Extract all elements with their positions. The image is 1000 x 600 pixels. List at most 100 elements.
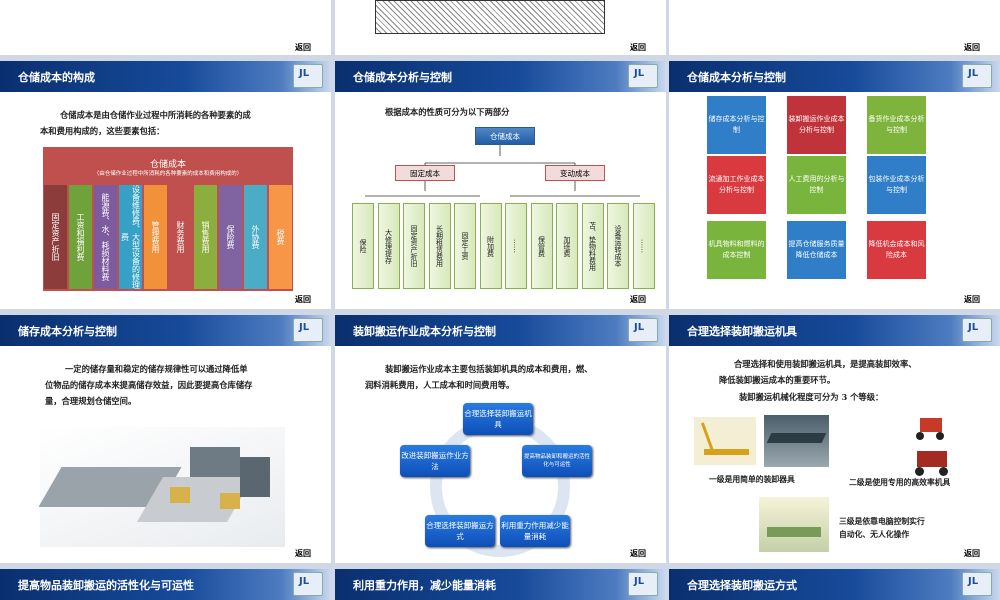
- logo-icon: JL: [628, 64, 658, 88]
- level-2-text: 二级是使用专用的高效率机具: [849, 478, 951, 487]
- cycle-node: 改进装卸搬运作业方法: [400, 445, 470, 477]
- body-text: 装卸搬运作业成本主要包括装卸机具的成本和费用，燃、: [385, 364, 593, 374]
- body-text: 量，合理规划仓储空间。: [45, 396, 137, 406]
- slide-title: 合理选择装卸搬运机具: [687, 325, 797, 338]
- back-link[interactable]: 返回: [964, 43, 980, 52]
- tree-fixed-cost: 固定成本: [395, 165, 455, 181]
- cost-item: 固定资产折旧: [44, 185, 67, 289]
- slide-header: 仓储成本分析与控制 JL: [335, 61, 666, 92]
- logo-icon: JL: [962, 64, 992, 88]
- tree-leaf: 保管费: [530, 203, 553, 289]
- slide-handling-equipment[interactable]: 合理选择装卸搬运机具 JL 合理选择和使用装卸搬运机具，是提高装卸效率、 降低装卸…: [669, 315, 1000, 563]
- level-3-text-2: 自动化、无人化操作: [839, 530, 910, 539]
- logo-icon: JL: [962, 572, 992, 596]
- body-text: 一定的储存量和稳定的储存规律性可以通过降低单: [65, 364, 248, 374]
- tree-root: 仓储成本: [475, 127, 535, 145]
- back-link[interactable]: 返回: [295, 549, 311, 558]
- slide-title: 仓储成本的构成: [18, 71, 95, 84]
- cost-item: 工资和福利费: [69, 185, 92, 289]
- back-link[interactable]: 返回: [630, 549, 646, 558]
- forklift-image: [914, 410, 952, 440]
- slide-header: 合理选择装卸搬运方式 JL: [669, 569, 1000, 600]
- logo-icon: JL: [628, 318, 658, 342]
- conveyor-image: [764, 415, 829, 467]
- tree-leaf: 附加费: [479, 203, 502, 289]
- tree-leaf: 加班费: [556, 203, 578, 289]
- slide-bottom-3[interactable]: 合理选择装卸搬运方式 JL: [669, 569, 1000, 600]
- puzzle-piece: 备货作业成本分析与控制: [867, 96, 926, 154]
- cost-item: 保险费: [219, 185, 242, 289]
- puzzle-piece: 包装作业成本分析与控制: [867, 156, 926, 214]
- slide-title: 装卸搬运作业成本分析与控制: [353, 325, 496, 338]
- logo-icon: JL: [962, 318, 992, 342]
- slide-title: 仓储成本分析与控制: [353, 71, 452, 84]
- slide-cost-analysis-tree[interactable]: 仓储成本分析与控制 JL 根据成本的性质可分为以下两部分 仓储成本 固定成本 变动…: [335, 61, 666, 309]
- cycle-node: 提高物品装卸和搬运的活性化与可运性: [522, 445, 592, 477]
- cost-item: 外协费: [244, 185, 267, 289]
- level-3-text: 三级是依靠电脑控制实行: [839, 517, 925, 526]
- slide-top-3[interactable]: 返回: [669, 0, 1000, 55]
- back-link[interactable]: 返回: [964, 549, 980, 558]
- back-link[interactable]: 返回: [295, 43, 311, 52]
- slide-header: 提高物品装卸搬运的活性化与可运性 JL: [0, 569, 331, 600]
- puzzle-piece: 装卸搬运作业成本分析与控制: [787, 96, 846, 154]
- cost-item: 税费: [269, 185, 292, 289]
- level-1-text: 一级是用简单的装卸器具: [709, 475, 795, 484]
- puzzle-piece: 流通加工作业成本分析与控制: [707, 156, 766, 214]
- warehouse-image: [38, 427, 285, 547]
- cost-item: 设备维修费、大型设备的修理费: [119, 185, 142, 289]
- logo-icon: JL: [293, 318, 323, 342]
- intro-text: 仓储成本是由仓储作业过程中所消耗的各种要素的成: [60, 110, 251, 120]
- factory-image: [759, 497, 829, 552]
- slide-bottom-2[interactable]: 利用重力作用，减少能量消耗 JL: [335, 569, 666, 600]
- slide-header: 仓储成本的构成 JL: [0, 61, 331, 92]
- cost-item: 财务费用: [169, 185, 192, 289]
- cost-box-title: 仓储成本: [149, 160, 186, 170]
- logo-icon: JL: [628, 572, 658, 596]
- back-link[interactable]: 返回: [964, 295, 980, 304]
- cost-item: 能源费、水、耗损材料费: [94, 185, 117, 289]
- back-link[interactable]: 返回: [295, 295, 311, 304]
- cycle-node: 合理选择装卸搬运机具: [463, 403, 533, 435]
- slide-header: 装卸搬运作业成本分析与控制 JL: [335, 315, 666, 346]
- slide-title: 合理选择装卸搬运方式: [687, 579, 797, 592]
- body-text: 合理选择和使用装卸搬运机具，是提高装卸效率、: [734, 359, 917, 369]
- puzzle-piece: 提高仓储服务质量降低仓储成本: [787, 221, 846, 279]
- slide-header: 利用重力作用，减少能量消耗 JL: [335, 569, 666, 600]
- slide-bottom-1[interactable]: 提高物品装卸搬运的活性化与可运性 JL: [0, 569, 331, 600]
- tree-variable-cost: 变动成本: [545, 165, 605, 181]
- intro-text-2: 本和费用构成的，这些要素包括：: [40, 126, 165, 136]
- cost-item: 管理费用: [144, 185, 167, 289]
- slide-title: 提高物品装卸搬运的活性化与可运性: [18, 579, 194, 592]
- cost-box-subtitle: （由仓储作业过程中所消耗的各种要素的成本和费用构成的）: [93, 171, 243, 177]
- back-link[interactable]: 返回: [630, 43, 646, 52]
- puzzle-piece: 人工费用的分析与控制: [787, 156, 846, 214]
- tree-leaf: 固定资产折旧: [403, 203, 425, 289]
- slide-top-2[interactable]: 返回: [335, 0, 666, 55]
- body-text: 降低装卸搬运成本的重要环节。: [719, 375, 836, 385]
- body-text: 润料消耗费用，人工成本和时间费用等。: [365, 380, 515, 390]
- slide-header: 合理选择装卸搬运机具 JL: [669, 315, 1000, 346]
- logo-icon: JL: [293, 64, 323, 88]
- body-text: 装卸搬运机械化程度可分为 3 个等级：: [739, 392, 884, 402]
- logo-icon: JL: [293, 572, 323, 596]
- back-link[interactable]: 返回: [630, 295, 646, 304]
- slide-storage-cost-composition[interactable]: 仓储成本的构成 JL 仓储成本是由仓储作业过程中所消耗的各种要素的成 本和费用构成…: [0, 61, 331, 309]
- tree-leaf: ……: [505, 203, 527, 289]
- slide-title: 利用重力作用，减少能量消耗: [353, 579, 496, 592]
- tree-leaf: 固定工资: [454, 203, 476, 289]
- slide-top-1[interactable]: 返回: [0, 0, 331, 55]
- puzzle-piece: 储存成本分析与控制: [707, 96, 766, 154]
- intro-text: 根据成本的性质可分为以下两部分: [385, 107, 510, 117]
- cycle-node: 合理选择装卸搬运方式: [425, 515, 495, 547]
- tree-leaf: 苫、垫物料费用: [581, 203, 604, 289]
- drawing-image: [375, 0, 605, 34]
- slide-handling-cost[interactable]: 装卸搬运作业成本分析与控制 JL 装卸搬运作业成本主要包括装卸机具的成本和费用，燃…: [335, 315, 666, 563]
- body-text: 位物品的储存成本来提高储存效益，因此要提高仓库储存: [45, 380, 253, 390]
- tree-leaf: ……: [632, 203, 655, 289]
- pallet-jack-image: [694, 417, 756, 465]
